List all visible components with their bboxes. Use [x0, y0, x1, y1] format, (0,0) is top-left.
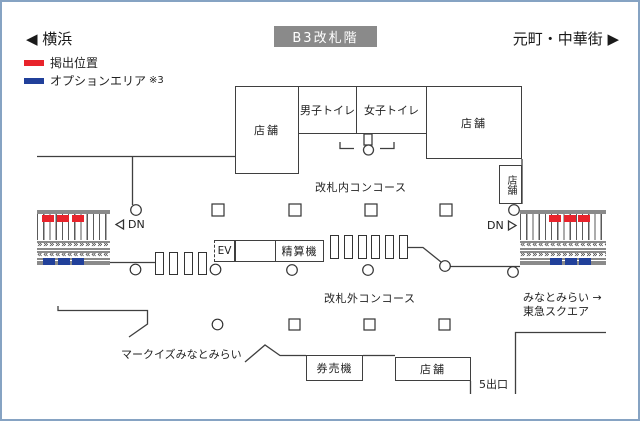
posting-position-mark — [57, 215, 69, 222]
legend-posting-position: 掲出位置 — [24, 54, 98, 71]
room-shop-small: 店舗 — [499, 165, 522, 204]
stairs-top-rail — [37, 210, 110, 214]
option-area-mark — [550, 258, 562, 265]
ticket-gate — [197, 252, 207, 275]
pillar-square — [363, 318, 376, 331]
ticket-gate — [357, 235, 367, 259]
pillar-circle — [508, 204, 520, 216]
wall-tokyu-corner — [514, 331, 606, 394]
stairs-escalator-left: »»»»»»»»»»»»»»»» «««««««««««««««« — [37, 210, 110, 265]
elevator-box: EV — [214, 240, 235, 262]
posting-position-swatch — [24, 59, 44, 66]
pillar-square — [211, 203, 225, 217]
pillar-square — [364, 203, 378, 217]
pillar-square — [288, 203, 302, 217]
toilet-jamb-right — [380, 142, 395, 150]
room-shop-top-right: 店舗 — [426, 86, 522, 159]
label-mark-is-minatomirai: マークイズみなとみらい — [121, 348, 242, 361]
pillar-circle — [286, 264, 298, 276]
option-area-mark — [565, 258, 577, 265]
legend-option-label: オプションエリア — [50, 74, 147, 88]
direction-motomachi-chukagai: 元町・中華街 ▶ — [512, 30, 619, 48]
ticket-gate — [343, 235, 353, 259]
ticket-gate — [155, 252, 164, 275]
toilet-entrance-pillar — [363, 133, 373, 146]
legend-posting-label: 掲出位置 — [50, 56, 99, 70]
dn-label: DN — [487, 219, 504, 232]
triangle-left-icon — [114, 218, 125, 231]
pillar-circle — [211, 318, 224, 331]
room-womens-toilet: 女子トイレ — [356, 86, 427, 134]
wall-bottom-zigzag — [244, 344, 306, 363]
pillar-circle — [362, 264, 374, 276]
ticket-gates-right — [330, 235, 408, 259]
fare-adjustment-box: 精算機 — [235, 240, 324, 262]
stairs-bottom-rail — [520, 261, 606, 265]
legend-option-note: ※3 — [149, 75, 164, 86]
triangle-right-icon — [507, 219, 517, 232]
pillar-square — [439, 203, 453, 217]
gate-line-diagonal — [408, 246, 447, 267]
down-stairs-left: DN — [114, 218, 145, 231]
label-outside-gate-concourse: 改札外コンコース — [324, 292, 416, 305]
option-area-mark — [72, 258, 84, 265]
pillar-circle — [507, 266, 519, 278]
posting-position-mark — [72, 215, 84, 222]
ticket-gate — [183, 252, 193, 275]
wall-bottom-left — [57, 306, 149, 338]
posting-position-mark — [578, 215, 590, 222]
ticket-gate — [371, 235, 381, 259]
dn-label: DN — [128, 218, 145, 231]
pillar-square — [438, 318, 451, 331]
room-ticket-machine: 券売機 — [306, 355, 363, 381]
ticket-gate — [169, 252, 179, 275]
label-tokyu-square: 東急スクエア — [523, 305, 589, 318]
pillar-circle — [130, 204, 142, 216]
label-minatomirai-arrow: みなとみらい → — [523, 291, 602, 304]
escalator-band: «««««««««««««««« — [520, 241, 606, 250]
pillar-circle — [129, 263, 142, 276]
stairs-treads — [520, 214, 606, 240]
ticket-gate — [398, 235, 408, 259]
option-area-mark — [579, 258, 591, 265]
floor-badge: B3改札階 — [274, 26, 377, 47]
room-shop-bottom: 店舗 — [395, 357, 471, 381]
toilet-jamb-left — [339, 142, 354, 150]
legend-option-area: オプションエリア ※3 — [24, 72, 164, 89]
stairs-top-rail — [520, 210, 606, 214]
down-stairs-right: DN — [487, 219, 518, 232]
ticket-gate — [385, 235, 395, 259]
posting-position-mark — [42, 215, 54, 222]
escalator-band: »»»»»»»»»»»»»»»» — [520, 251, 606, 260]
pillar-circle — [439, 260, 451, 272]
pillar-square — [288, 318, 301, 331]
option-area-swatch — [24, 77, 44, 84]
direction-yokohama: ◀ 横浜 — [26, 30, 73, 48]
toilet-fountain — [362, 144, 375, 156]
fare-adjustment-label: 精算機 — [281, 245, 318, 258]
room-shop-top-left: 店舗 — [235, 86, 299, 174]
stairs-escalator-right: «««««««««««««««« »»»»»»»»»»»»»»»» — [520, 210, 606, 265]
room-mens-toilet: 男子トイレ — [298, 86, 357, 134]
ticket-gates-left — [155, 252, 207, 275]
pillar-circle — [209, 263, 222, 276]
escalator-band: »»»»»»»»»»»»»»»» — [37, 241, 110, 250]
label-exit-5: 5出口 — [479, 378, 508, 391]
option-area-mark — [58, 258, 70, 265]
posting-position-mark — [549, 215, 561, 222]
ticket-gate — [330, 235, 339, 259]
posting-position-mark — [564, 215, 576, 222]
fare-adjustment-empty-cell — [236, 241, 276, 261]
label-inside-gate-concourse: 改札内コンコース — [315, 181, 407, 194]
option-area-mark — [43, 258, 55, 265]
